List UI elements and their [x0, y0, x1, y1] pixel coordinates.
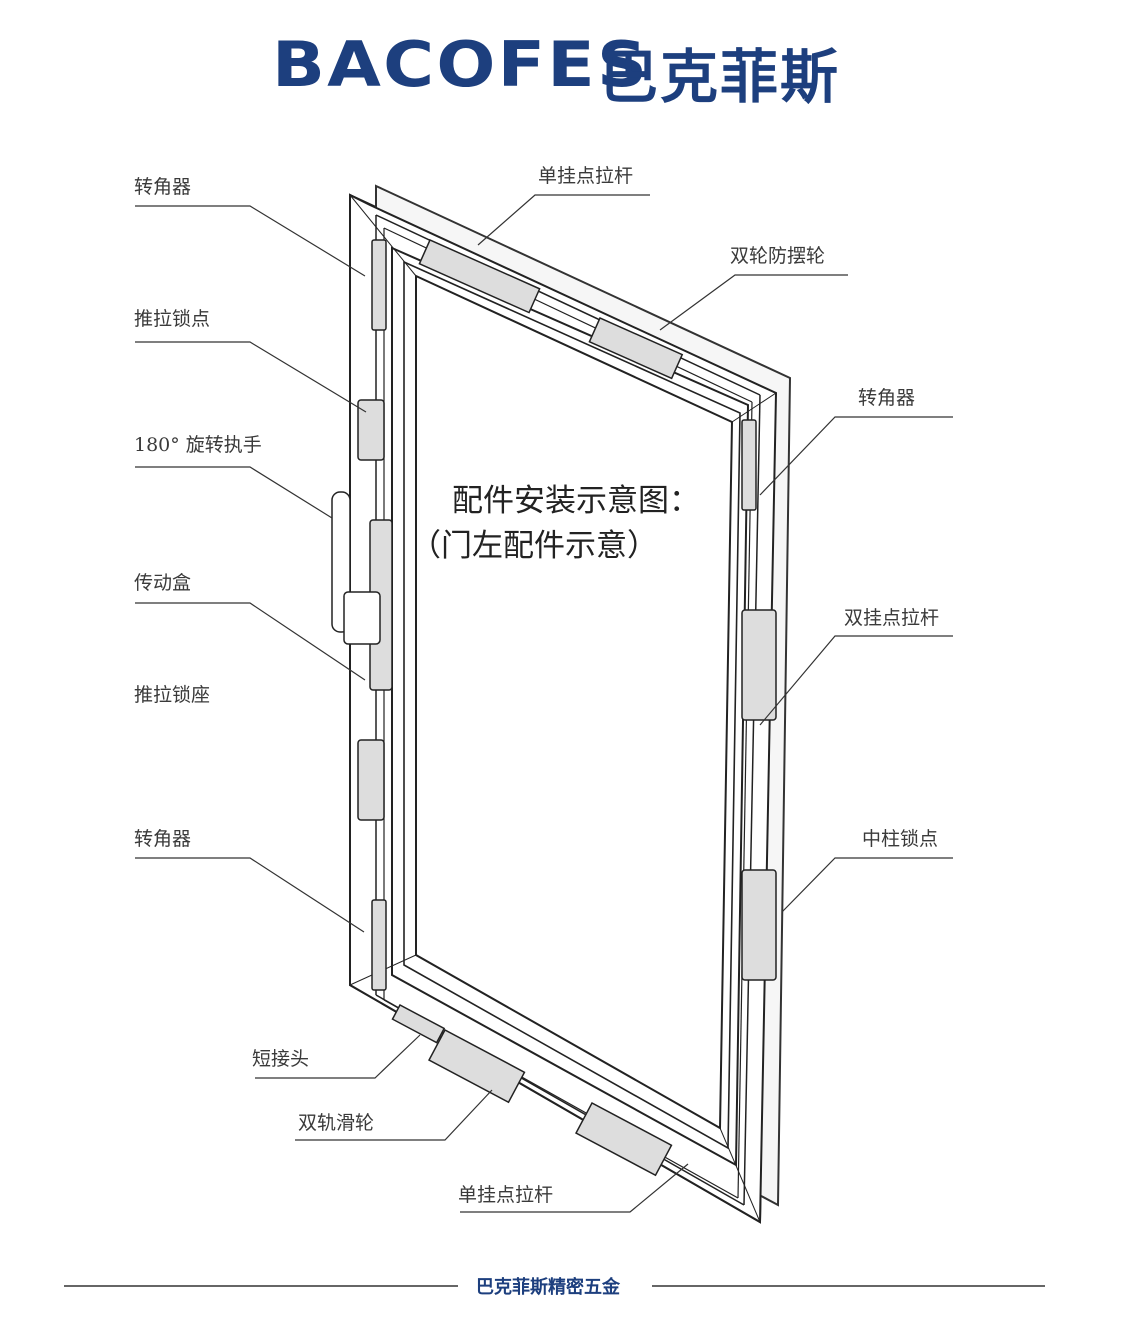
brand-logo-cn: 巴克菲斯 [600, 43, 841, 111]
label-gear-box: 传动盒 [134, 572, 192, 594]
label-anti-sway-wheel: 双轮防摆轮 [730, 245, 826, 267]
label-single-rod-bottom: 单挂点拉杆 [458, 1184, 554, 1206]
label-double-track-roller: 双轨滑轮 [298, 1112, 375, 1134]
double-track-roller-2 [575, 1101, 673, 1177]
diagram-title: 配件安装示意图： [452, 483, 700, 519]
anti-sway-wheel [588, 317, 684, 380]
short-connector [391, 1003, 446, 1044]
center-post-lock [741, 869, 777, 981]
label-center-post-lock: 中柱锁点 [862, 828, 939, 850]
footer-brand: 巴克菲斯精密五金 [476, 1277, 620, 1298]
top-corner-connector [371, 239, 387, 331]
label-corner-connector-bottom: 转角器 [134, 828, 192, 850]
left-push-lock-point [357, 399, 385, 461]
label-rotary-handle: 180° 旋转执手 [134, 434, 262, 456]
label-double-rod: 双挂点拉杆 [844, 607, 940, 629]
door-frame [349, 184, 792, 1224]
brand-logo-en: BACOFES [272, 28, 650, 101]
label-single-rod-top: 单挂点拉杆 [538, 165, 634, 187]
hardware [331, 239, 777, 1177]
label-corner-connector-top: 转角器 [134, 176, 192, 198]
top-single-rod [418, 239, 541, 314]
double-track-roller-1 [428, 1028, 526, 1104]
label-short-connector: 短接头 [252, 1048, 310, 1070]
left-lock-seat [357, 739, 385, 821]
diagram-subtitle: （门左配件示意） [410, 528, 658, 564]
right-corner-connector [741, 419, 757, 511]
label-corner-connector-right: 转角器 [858, 387, 916, 409]
bottom-corner-connector [371, 899, 387, 991]
label-lock-seat: 推拉锁座 [134, 684, 211, 706]
leader-lines [135, 194, 953, 1213]
right-double-rod [741, 609, 777, 721]
label-push-lock-point: 推拉锁点 [134, 308, 211, 330]
